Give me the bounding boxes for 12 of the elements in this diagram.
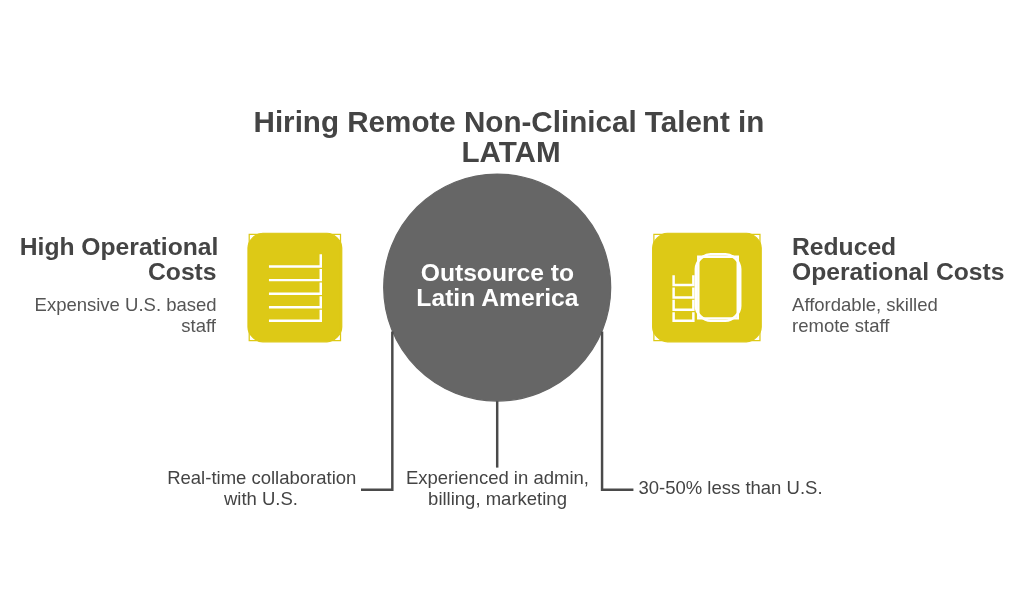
node-text: Experienced in admin, billing, marketing — [405, 466, 589, 509]
node-label: High Operational Costs — [19, 232, 219, 285]
node-label: Affordable, skilled remote staff — [792, 293, 938, 336]
node-label: Expensive U.S. based staff — [34, 293, 217, 336]
node-circle: Outsource to Latin America — [383, 172, 612, 402]
connector — [495, 400, 499, 468]
node-text: Real-time collaboration with U.S. — [167, 466, 357, 509]
diagram-title: Hiring Remote Non-Clinical Talent in LATAM — [253, 104, 765, 168]
node-label: Reduced Operational Costs — [792, 232, 1005, 285]
connector — [361, 330, 394, 491]
node-text: 30-50% less than U.S. — [638, 476, 823, 498]
connector — [600, 330, 634, 491]
